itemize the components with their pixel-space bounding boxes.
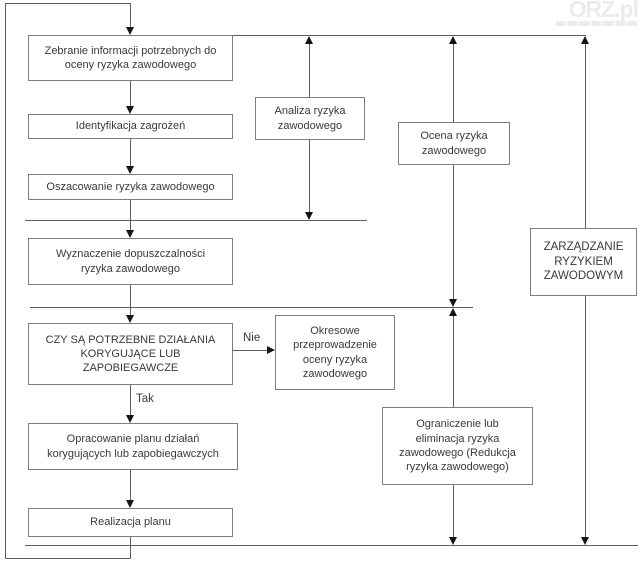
node-identyfikacja-label: Identyfikacja zagrożeń bbox=[75, 120, 186, 133]
node-realizacja-label: Realizacja planu bbox=[90, 516, 171, 529]
arrow-down-icon bbox=[126, 230, 134, 238]
node-okresowe: Okresowe przeprowadzenie oceny ryzyka za… bbox=[275, 315, 395, 390]
node-opracowanie: Opracowanie planu działań korygujących l… bbox=[28, 423, 238, 470]
arrow-down-icon bbox=[126, 166, 134, 174]
connector-loop-into-zebranie bbox=[130, 3, 131, 27]
arrow-up-icon bbox=[581, 36, 589, 44]
node-ograniczenie-label: Ograniczenie lub eliminacja ryzyka zawod… bbox=[399, 418, 516, 474]
arrow-down-icon bbox=[449, 299, 457, 307]
orz-logo: ORZ.pl bbox=[552, 0, 639, 22]
arrow-down-icon bbox=[126, 315, 134, 323]
node-analiza: Analiza ryzyka zawodowego bbox=[255, 97, 365, 140]
node-identyfikacja: Identyfikacja zagrożeń bbox=[28, 114, 233, 139]
connector-ocena-bottom bbox=[453, 165, 454, 299]
arrow-down-icon bbox=[126, 27, 134, 35]
connector-decyzja-opracowanie-tak bbox=[130, 385, 131, 415]
arrow-right-icon bbox=[267, 346, 275, 354]
connector-ograniczenie-bottom bbox=[453, 485, 454, 537]
arrow-up-icon bbox=[449, 308, 457, 316]
arrow-up-icon bbox=[449, 36, 457, 44]
node-decyzja: CZY SĄ POTRZEBNE DZIAŁANIA KORYGUJĄCE LU… bbox=[28, 323, 233, 385]
node-ocena-label: Ocena ryzyka zawodowego bbox=[420, 130, 488, 157]
connector-loop-bottom bbox=[5, 558, 131, 559]
node-oszacowanie-label: Oszacowanie ryzyka zawodowego bbox=[46, 180, 215, 193]
arrow-down-icon bbox=[126, 106, 134, 114]
orz-logo-tagline bbox=[556, 21, 637, 26]
connector-analiza-top bbox=[309, 44, 310, 97]
node-opracowanie-label: Opracowanie planu działań korygujących l… bbox=[47, 433, 219, 460]
connector-analiza-bottom bbox=[309, 140, 310, 212]
connector-loop-top bbox=[5, 3, 131, 4]
node-oszacowanie: Oszacowanie ryzyka zawodowego bbox=[28, 174, 233, 200]
connector-zebranie-identyfikacja bbox=[130, 81, 131, 106]
node-zarzadzanie-label: ZARZĄDZANIE RYZYKIEM ZAWODOWYM bbox=[543, 240, 624, 283]
arrow-down-icon bbox=[126, 415, 134, 423]
arrow-down-icon bbox=[449, 537, 457, 545]
node-ograniczenie: Ograniczenie lub eliminacja ryzyka zawod… bbox=[382, 407, 533, 485]
connector-ograniczenie-top bbox=[453, 316, 454, 407]
arrow-down-icon bbox=[305, 212, 313, 220]
node-analiza-label: Analiza ryzyka zawodowego bbox=[274, 105, 346, 132]
edge-label-tak: Tak bbox=[136, 393, 154, 405]
node-okresowe-label: Okresowe przeprowadzenie oceny ryzyka za… bbox=[293, 324, 377, 380]
arrow-up-icon bbox=[305, 36, 313, 44]
connector-decyzja-okresowe-nie bbox=[233, 350, 267, 351]
node-decyzja-label: CZY SĄ POTRZEBNE DZIAŁANIA KORYGUJĄCE LU… bbox=[45, 333, 216, 375]
node-zebranie: Zebranie informacji potrzebnych do oceny… bbox=[28, 35, 233, 81]
node-zebranie-label: Zebranie informacji potrzebnych do oceny… bbox=[44, 44, 217, 71]
arrow-down-icon bbox=[581, 537, 589, 545]
node-ocena: Ocena ryzyka zawodowego bbox=[398, 122, 510, 165]
connector-opracowanie-realizacja bbox=[130, 470, 131, 500]
connector-top-rail bbox=[233, 35, 586, 36]
orz-logo-text: ORZ.pl bbox=[568, 0, 639, 22]
node-realizacja: Realizacja planu bbox=[28, 508, 233, 537]
divider-analiza bbox=[25, 220, 367, 221]
connector-zarzadzanie-top bbox=[585, 44, 586, 228]
connector-wyznaczenie-decyzja bbox=[130, 285, 131, 315]
connector-oszacowanie-wyznaczenie bbox=[130, 200, 131, 230]
connector-realizacja-to-loop bbox=[130, 537, 131, 558]
edge-label-nie: Nie bbox=[243, 332, 261, 344]
arrow-down-icon bbox=[126, 500, 134, 508]
node-wyznaczenie: Wyznaczenie dopuszczalności ryzyka zawod… bbox=[28, 238, 233, 285]
connector-ocena-top bbox=[453, 44, 454, 122]
divider-ocena bbox=[30, 307, 473, 308]
node-zarzadzanie: ZARZĄDZANIE RYZYKIEM ZAWODOWYM bbox=[530, 228, 637, 296]
connector-zarzadzanie-bottom bbox=[585, 296, 586, 537]
connector-loop-left bbox=[5, 3, 6, 558]
connector-bottom-rail bbox=[25, 545, 638, 546]
connector-identyfikacja-oszacowanie bbox=[130, 139, 131, 166]
node-wyznaczenie-label: Wyznaczenie dopuszczalności ryzyka zawod… bbox=[55, 248, 206, 275]
